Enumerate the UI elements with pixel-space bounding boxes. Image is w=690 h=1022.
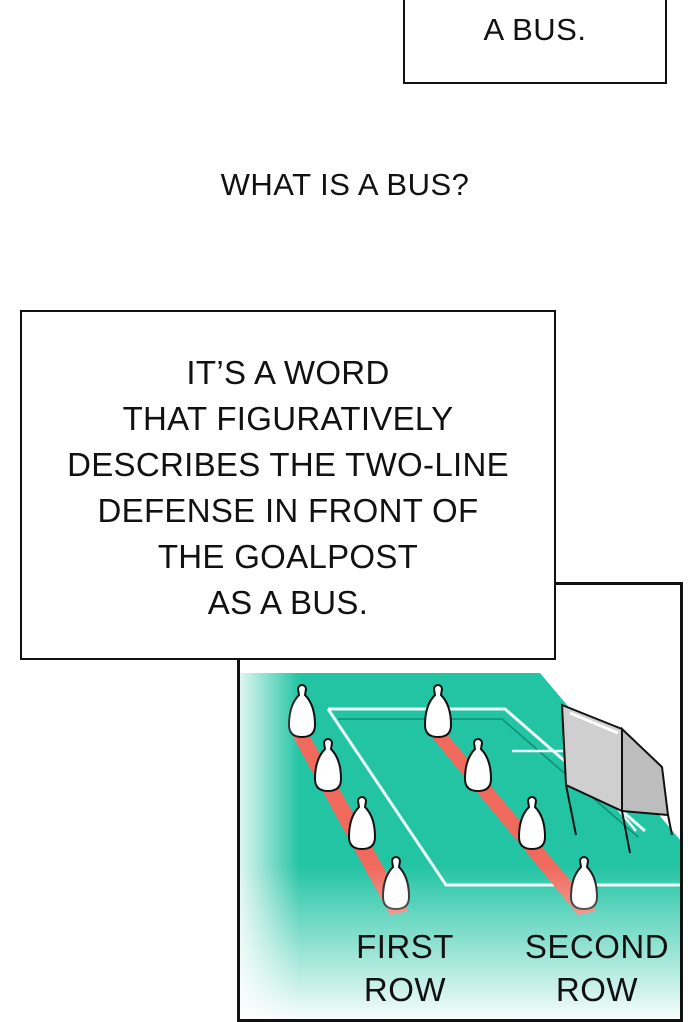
bottom-fade [240,865,680,1019]
question-text: WHAT IS A BUS? [220,167,470,202]
explanation-line: DESCRIBES THE TWO-LINE [67,446,509,483]
top-speech-box: A BUS. [403,0,667,84]
second-row-caption: SECOND ROW [512,925,680,1011]
player-marker [423,684,453,739]
explanation-box: IT’S A WORD THAT FIGURATIVELY DESCRIBES … [20,310,556,660]
explanation-line: IT’S A WORD [186,354,390,391]
explanation-line: AS A BUS. [207,584,369,621]
explanation-line: THAT FIGURATIVELY [122,400,454,437]
first-row-line-2: ROW [363,971,447,1008]
pitch-illustration [240,673,680,1019]
goal-post [560,703,673,854]
player-marker [517,796,547,851]
explanation-line: DEFENSE IN FRONT OF [97,492,479,529]
player-marker [463,738,493,793]
player-marker [347,796,377,851]
first-row-caption: FIRST ROW [350,925,460,1011]
top-speech-text: A BUS. [483,12,587,47]
second-row-line-1: SECOND [524,928,670,965]
first-row-line-1: FIRST [356,928,454,965]
explanation-line: THE GOALPOST [157,538,419,575]
player-marker [313,738,343,793]
left-fade [240,673,300,1019]
second-row-line-2: ROW [555,971,639,1008]
explanation-text: IT’S A WORD THAT FIGURATIVELY DESCRIBES … [22,350,554,626]
